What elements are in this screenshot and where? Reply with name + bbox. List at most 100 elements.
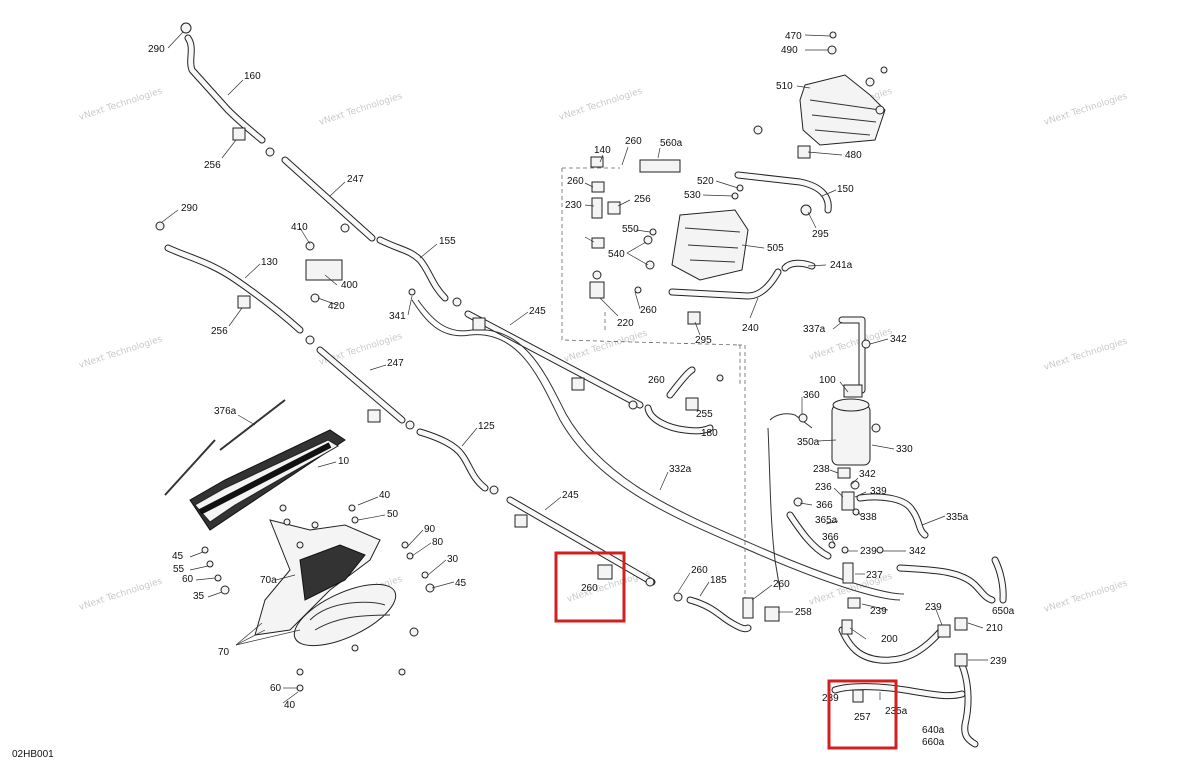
part-label-239: 239 <box>860 546 877 557</box>
part-label-376a: 376a <box>214 406 237 417</box>
part-label-237: 237 <box>866 570 883 581</box>
part-label-60: 60 <box>182 574 194 585</box>
part-label-238: 238 <box>813 464 830 475</box>
part-label-40: 40 <box>284 700 296 711</box>
part-label-245: 245 <box>529 306 546 317</box>
watermark: vNext Technologies <box>78 576 164 612</box>
part-label-366: 366 <box>822 532 839 543</box>
part-label-258: 258 <box>795 607 812 618</box>
part-label-338: 338 <box>860 512 877 523</box>
part-label-45: 45 <box>172 551 184 562</box>
part-label-90: 90 <box>424 524 436 535</box>
watermark: vNext Technologies <box>1043 336 1129 372</box>
part-label-45: 45 <box>455 578 467 589</box>
part-labels: 290 160 256 247 290 410 130 400 420 256 … <box>12 31 1015 760</box>
part-label-230: 230 <box>565 200 582 211</box>
part-label-560a: 560a <box>660 138 683 149</box>
part-label-550: 550 <box>622 224 639 235</box>
part-label-239: 239 <box>822 693 839 704</box>
watermark: vNext Technologies <box>1043 578 1129 614</box>
part-label-260: 260 <box>567 176 584 187</box>
part-label-260: 260 <box>640 305 657 316</box>
part-label-247: 247 <box>387 358 404 369</box>
part-label-341: 341 <box>389 311 406 322</box>
part-label-295: 295 <box>812 229 829 240</box>
part-label-160: 160 <box>244 71 261 82</box>
part-label-400: 400 <box>341 280 358 291</box>
part-label-30: 30 <box>447 554 459 565</box>
part-label-200: 200 <box>881 634 898 645</box>
part-label-350a: 350a <box>797 437 820 448</box>
part-label-245: 245 <box>562 490 579 501</box>
part-label-256: 256 <box>204 160 221 171</box>
highlight-box-260[interactable] <box>554 551 626 623</box>
watermark: vNext Technologies <box>78 86 164 122</box>
watermark: vNext Technologies <box>563 328 649 364</box>
part-label-660a: 660a <box>922 737 945 748</box>
diagram-code: 02HB001 <box>12 749 54 760</box>
part-label-140: 140 <box>594 145 611 156</box>
part-label-520: 520 <box>697 176 714 187</box>
part-label-185: 185 <box>710 575 727 586</box>
part-label-210: 210 <box>986 623 1003 634</box>
hose-lines <box>164 34 1007 748</box>
part-label-332a: 332a <box>669 464 692 475</box>
part-label-260: 260 <box>625 136 642 147</box>
radiator-assembly <box>189 429 397 647</box>
part-label-247: 247 <box>347 174 364 185</box>
part-label-295: 295 <box>695 335 712 346</box>
part-label-70: 70 <box>218 647 230 658</box>
part-label-256: 256 <box>634 194 651 205</box>
part-label-256: 256 <box>211 326 228 337</box>
part-label-240: 240 <box>742 323 759 334</box>
part-label-342: 342 <box>890 334 907 345</box>
part-label-55: 55 <box>173 564 185 575</box>
part-label-420: 420 <box>328 301 345 312</box>
part-label-70a: 70a <box>260 575 277 586</box>
watermark: vNext Technologies <box>78 334 164 370</box>
part-label-490: 490 <box>781 45 798 56</box>
part-label-130: 130 <box>261 257 278 268</box>
part-label-260: 260 <box>773 579 790 590</box>
part-label-290: 290 <box>148 44 165 55</box>
leader-lines <box>161 31 988 704</box>
part-label-335a: 335a <box>946 512 969 523</box>
part-label-100: 100 <box>819 375 836 386</box>
part-label-342: 342 <box>859 469 876 480</box>
part-label-241a: 241a <box>830 260 853 271</box>
small-fittings <box>155 22 968 703</box>
part-label-80: 80 <box>432 537 444 548</box>
part-label-470: 470 <box>785 31 802 42</box>
part-label-640a: 640a <box>922 725 945 736</box>
part-label-239: 239 <box>990 656 1007 667</box>
part-label-180: 180 <box>701 428 718 439</box>
dashed-boundaries <box>561 167 746 600</box>
part-label-505: 505 <box>767 243 784 254</box>
part-label-510: 510 <box>776 81 793 92</box>
part-label-35: 35 <box>193 591 205 602</box>
part-label-366: 366 <box>816 500 833 511</box>
reservoir-tanks <box>671 74 886 466</box>
part-label-40: 40 <box>379 490 391 501</box>
part-label-60: 60 <box>270 683 282 694</box>
part-label-290: 290 <box>181 203 198 214</box>
part-label-480: 480 <box>845 150 862 161</box>
part-label-260: 260 <box>691 565 708 576</box>
part-label-10: 10 <box>338 456 350 467</box>
part-label-540: 540 <box>608 249 625 260</box>
part-label-337a: 337a <box>803 324 826 335</box>
watermark: vNext Technologies <box>1043 91 1129 127</box>
part-label-260: 260 <box>648 375 665 386</box>
part-label-150: 150 <box>837 184 854 195</box>
part-label-360: 360 <box>803 390 820 401</box>
watermark: vNext Technologies <box>558 86 644 122</box>
part-label-50: 50 <box>387 509 399 520</box>
part-label-365a: 365a <box>815 515 838 526</box>
part-label-255: 255 <box>696 409 713 420</box>
part-label-260-highlighted: 260 <box>581 583 598 594</box>
highlight-box-257[interactable] <box>827 679 898 750</box>
part-label-410: 410 <box>291 222 308 233</box>
part-label-530: 530 <box>684 190 701 201</box>
part-label-257-highlighted: 257 <box>854 712 871 723</box>
